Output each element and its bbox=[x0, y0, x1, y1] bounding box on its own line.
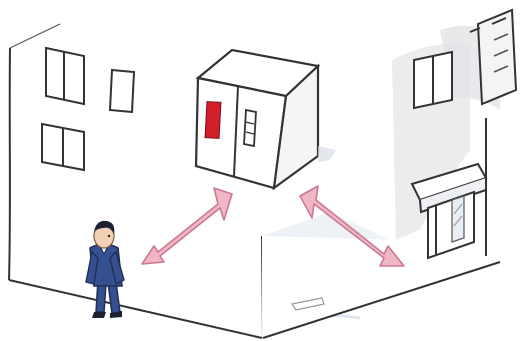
outdoor-unit-icon bbox=[196, 50, 336, 188]
right-building-wall bbox=[262, 10, 516, 338]
unit-label-icon bbox=[205, 102, 221, 139]
window-icon bbox=[42, 124, 84, 170]
window-icon bbox=[414, 52, 452, 108]
window-icon bbox=[110, 70, 134, 112]
left-wall-edge bbox=[9, 48, 10, 280]
window-icon bbox=[46, 48, 84, 104]
